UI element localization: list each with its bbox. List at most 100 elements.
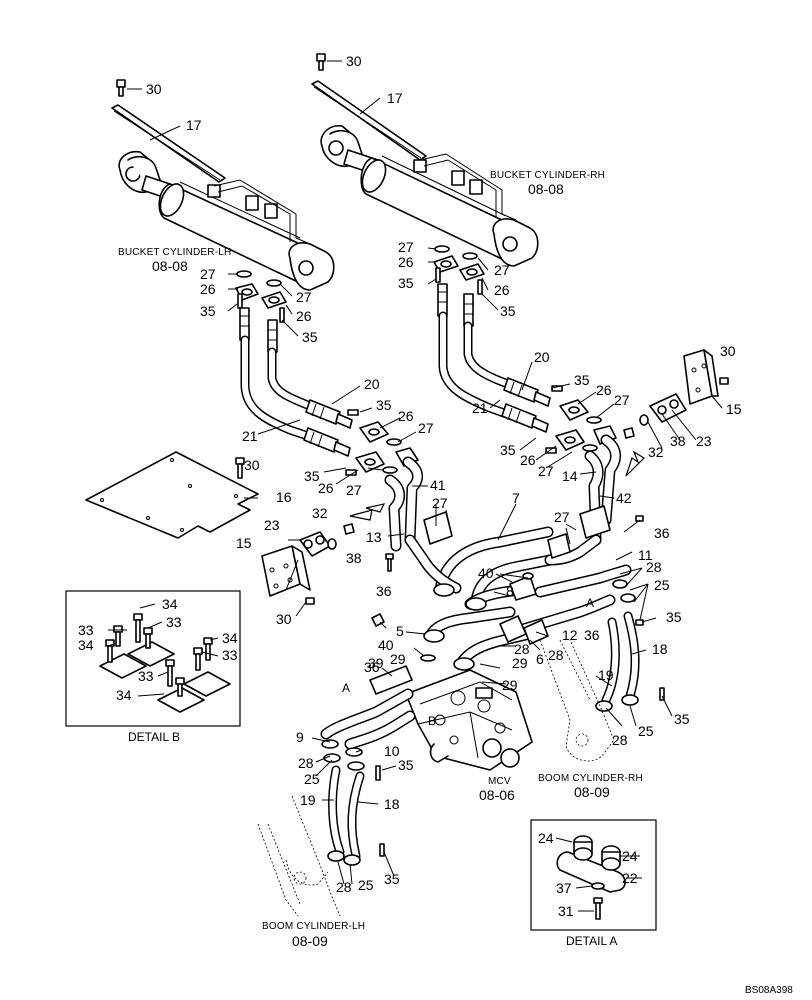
bucket-cylinder-rh (311, 53, 621, 546)
detail-b-title: DETAIL B (128, 730, 180, 744)
boom-cylinder-ghosts (257, 639, 615, 917)
callout-16: 16 (276, 489, 292, 505)
callout-29: 29 (502, 677, 518, 693)
callout-25: 25 (358, 877, 374, 893)
callout-26: 26 (398, 408, 414, 424)
callout-36: 36 (584, 627, 600, 643)
callout-28: 28 (298, 755, 314, 771)
callout-10: 10 (384, 743, 400, 759)
callout-33: 33 (138, 668, 154, 684)
callout-36: 36 (376, 583, 392, 599)
main-control-valve (405, 669, 533, 771)
mcv-label: MCV (488, 776, 511, 787)
bucket-cylinder-lh (111, 79, 423, 552)
boom-cylinder-rh-ref: 08-09 (574, 784, 610, 800)
callout-20: 20 (534, 349, 550, 365)
callout-27: 27 (494, 262, 510, 278)
clamp-bracket-lh (261, 503, 386, 605)
callout-35: 35 (666, 609, 682, 625)
callout-27: 27 (296, 289, 312, 305)
drawing-code: BS08A398 (745, 985, 793, 996)
cover-plate (85, 451, 259, 539)
callout-35: 35 (674, 711, 690, 727)
callout-33: 33 (78, 622, 94, 638)
boom-cylinder-lh-label: BOOM CYLINDER-LH (262, 921, 365, 932)
callout-15: 15 (726, 401, 742, 417)
callout-25: 25 (304, 771, 320, 787)
callout-9: 9 (296, 729, 304, 745)
detail-b-panel (65, 590, 241, 727)
callout-35: 35 (384, 871, 400, 887)
callout-18: 18 (652, 641, 668, 657)
callout-27: 27 (200, 266, 216, 282)
bucket-cylinder-rh-label: BUCKET CYLINDER-RH (490, 170, 605, 181)
callout-39: 39 (368, 655, 384, 671)
callout-5: 5 (396, 623, 404, 639)
callout-26: 26 (318, 480, 334, 496)
callout-26: 26 (200, 281, 216, 297)
callout-38: 38 (670, 433, 686, 449)
callout-6: 6 (536, 651, 544, 667)
callout-38: 38 (346, 550, 362, 566)
callout-26: 26 (520, 452, 536, 468)
callout-18: 18 (384, 796, 400, 812)
pipes-9-10 (320, 665, 416, 781)
callout-28: 28 (646, 559, 662, 575)
callout-27: 27 (538, 463, 554, 479)
callout-30: 30 (276, 611, 292, 627)
clamp-bracket-rh (623, 349, 729, 477)
callout-17: 17 (387, 90, 403, 106)
mcv-ref: 08-06 (479, 787, 515, 803)
callout-25: 25 (654, 577, 670, 593)
callout-29: 29 (390, 651, 406, 667)
callout-23: 23 (696, 433, 712, 449)
callout-34: 34 (78, 637, 94, 653)
callout-21: 21 (242, 428, 258, 444)
callout-35: 35 (376, 397, 392, 413)
callout-13: 13 (366, 529, 382, 545)
reference-a-mark: A (586, 596, 594, 610)
callout-25: 25 (638, 723, 654, 739)
callout-34: 34 (222, 630, 238, 646)
boom-cylinder-rh-label: BOOM CYLINDER-RH (538, 773, 643, 784)
callout-19: 19 (598, 667, 614, 683)
callout-27: 27 (398, 239, 414, 255)
callout-24: 24 (538, 830, 554, 846)
callout-27: 27 (614, 392, 630, 408)
reference-b-mark: B (428, 714, 436, 728)
callout-31: 31 (558, 903, 574, 919)
callout-12: 12 (562, 627, 578, 643)
callout-27: 27 (346, 482, 362, 498)
callout-32: 32 (312, 505, 328, 521)
callout-35: 35 (574, 372, 590, 388)
boom-cylinder-lh-ref: 08-09 (292, 933, 328, 949)
callout-27: 27 (554, 509, 570, 525)
callout-26: 26 (296, 308, 312, 324)
callout-15: 15 (236, 535, 252, 551)
callout-33: 33 (222, 647, 238, 663)
callout-34: 34 (162, 596, 178, 612)
hoses-boom-rh (595, 579, 665, 712)
callout-30: 30 (346, 53, 362, 69)
callout-27: 27 (418, 420, 434, 436)
callout-30: 30 (244, 457, 260, 473)
callout-35: 35 (500, 303, 516, 319)
center-pipes (371, 505, 644, 686)
callout-28: 28 (514, 641, 530, 657)
callout-24: 24 (622, 848, 638, 864)
callout-32: 32 (648, 444, 664, 460)
callout-21: 21 (472, 400, 488, 416)
callout-23: 23 (264, 517, 280, 533)
callout-22: 22 (622, 870, 638, 886)
callout-26: 26 (596, 382, 612, 398)
callout-35: 35 (500, 442, 516, 458)
callout-36: 36 (364, 659, 380, 675)
callout-40: 40 (378, 637, 394, 653)
callout-7: 7 (512, 490, 520, 506)
callout-20: 20 (364, 376, 380, 392)
callout-28: 28 (336, 879, 352, 895)
callout-28: 28 (612, 732, 628, 748)
callout-34: 34 (116, 687, 132, 703)
callout-26: 26 (398, 254, 414, 270)
